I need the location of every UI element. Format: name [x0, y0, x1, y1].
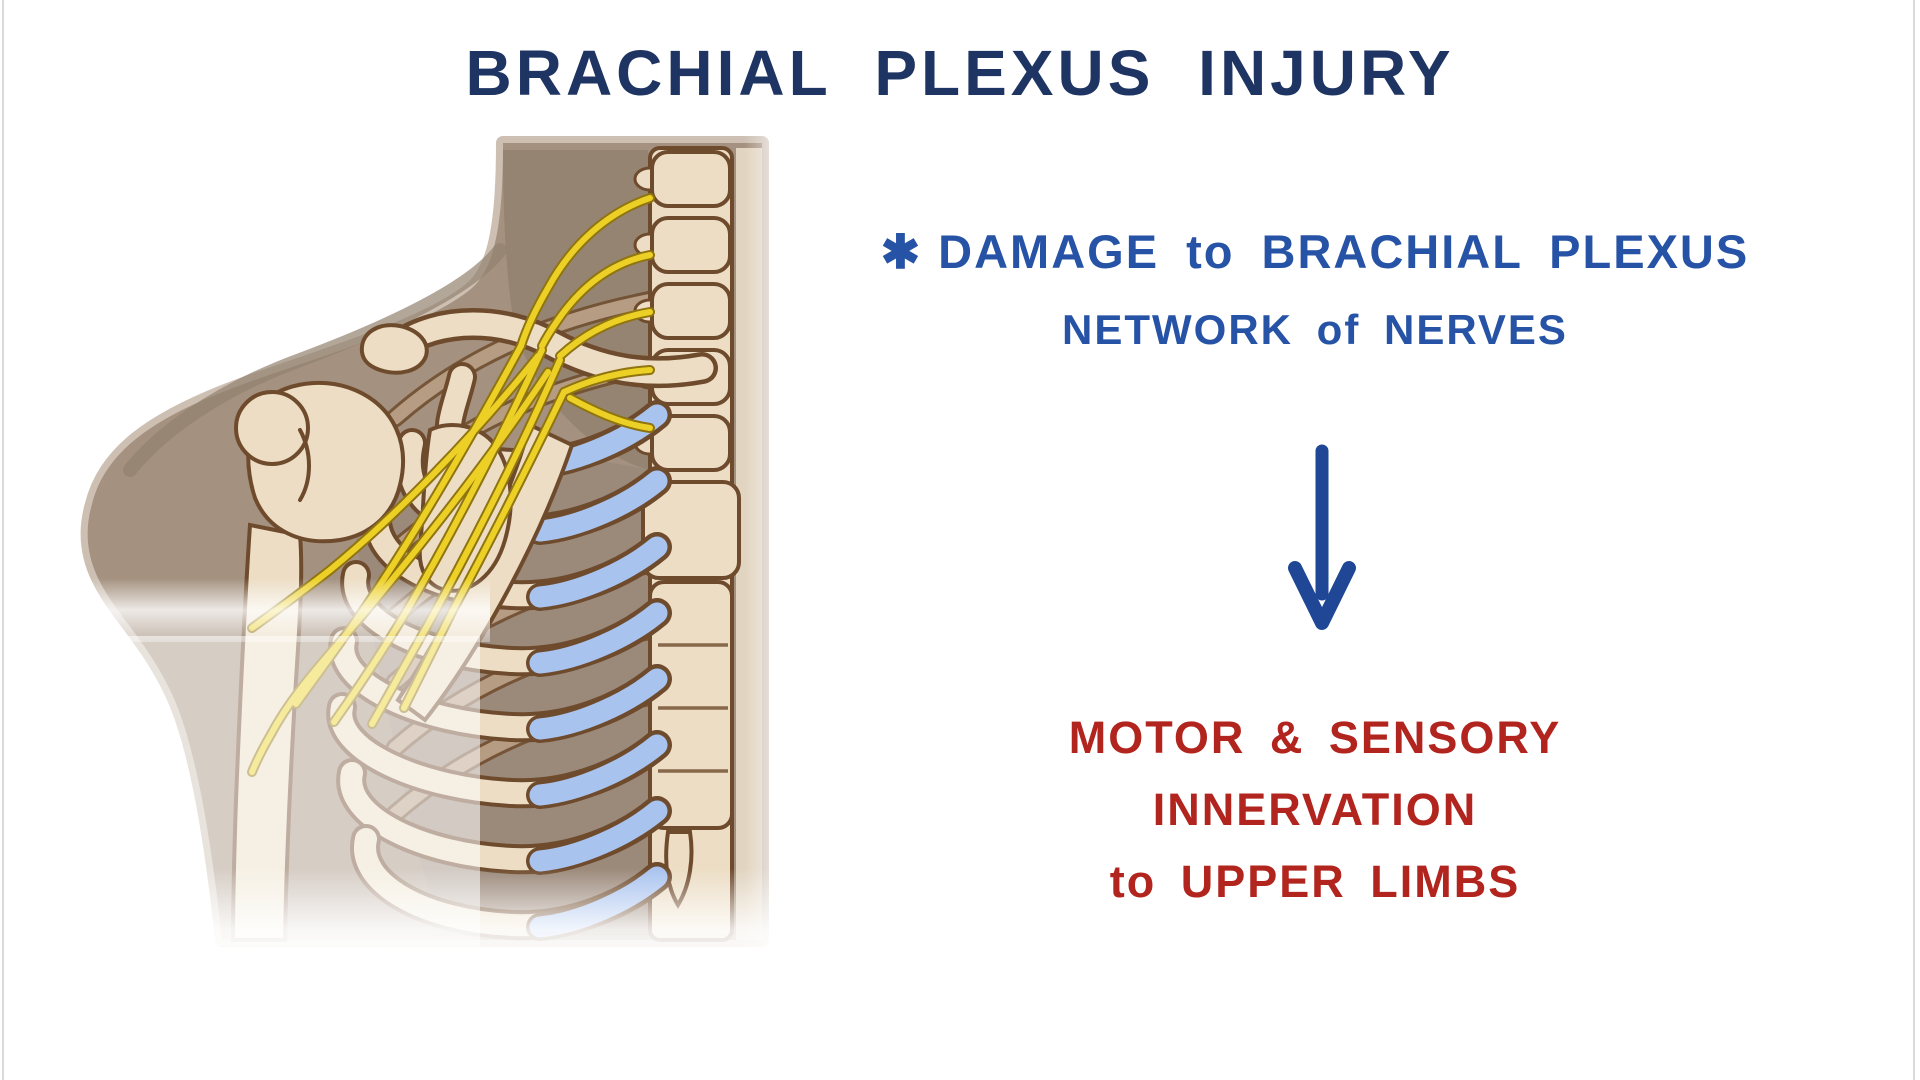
anatomy-illustration	[60, 130, 780, 980]
illustration-fades	[60, 130, 780, 980]
consequence-line: MOTOR & SENSORY	[1068, 712, 1562, 763]
consequence-note: MOTOR & SENSORY INNERVATION to UPPER LIM…	[760, 702, 1870, 918]
down-arrow-icon	[1287, 444, 1357, 634]
definition-line2: NETWORK of NERVES	[1062, 306, 1568, 353]
consequence-line: to UPPER LIMBS	[1109, 856, 1521, 907]
left-edge-line	[2, 0, 4, 1080]
acromion	[359, 323, 429, 375]
definition-line1: ✱ DAMAGE to BRACHIAL PLEXUS	[760, 224, 1870, 280]
right-edge-line	[1913, 0, 1915, 1080]
consequence-line: INNERVATION	[1152, 784, 1478, 835]
asterisk-icon: ✱	[880, 225, 923, 278]
definition-line1-text: DAMAGE to BRACHIAL PLEXUS	[938, 225, 1750, 278]
page-title: BRACHIAL PLEXUS INJURY	[465, 37, 1455, 109]
